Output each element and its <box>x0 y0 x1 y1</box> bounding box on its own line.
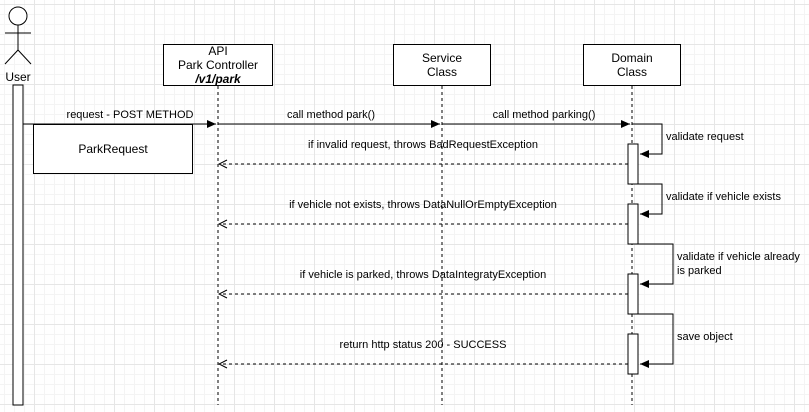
validate-parked-note: validate if vehicle already is parked <box>677 251 800 277</box>
participant-controller: API Park Controller /v1/park <box>163 44 273 86</box>
controller-line2: Park Controller <box>177 58 259 72</box>
domain-activation-1 <box>627 143 639 185</box>
vehicle-parked-label: if vehicle is parked, throws DataIntegra… <box>299 269 547 281</box>
request-label: request - POST METHOD <box>66 109 194 121</box>
park-request-box: ParkRequest <box>33 124 193 174</box>
save-note: save object <box>677 331 733 343</box>
service-line2: Class <box>426 65 457 79</box>
service-line1: Service <box>421 51 462 65</box>
call-parking-label: call method parking() <box>492 109 596 121</box>
domain-activation-3 <box>627 273 639 315</box>
controller-path: /v1/park <box>195 72 241 86</box>
validate-request-note: validate request <box>666 131 744 143</box>
self-call-save <box>638 313 674 368</box>
user-activation-bar <box>12 84 24 406</box>
controller-line1: API <box>208 44 228 58</box>
actor-label: User <box>5 70 31 84</box>
participant-domain: Domain Class <box>583 44 681 86</box>
domain-line2: Class <box>616 65 647 79</box>
call-park-label: call method park() <box>286 109 376 121</box>
domain-activation-4 <box>627 333 639 375</box>
domain-line1: Domain <box>611 51 653 65</box>
self-call-validate-exists <box>638 183 663 218</box>
success-label: return http status 200 - SUCCESS <box>339 339 507 351</box>
self-call-validate-request <box>632 123 663 158</box>
vehicle-not-exists-label: if vehicle not exists, throws DataNullOr… <box>289 199 557 211</box>
participant-service: Service Class <box>393 44 491 86</box>
domain-activation-2 <box>627 203 639 245</box>
park-request-label: ParkRequest <box>78 142 148 156</box>
validate-exists-note: validate if vehicle exists <box>666 191 781 203</box>
invalid-request-label: if invalid request, throws BadRequestExc… <box>308 139 538 151</box>
self-call-validate-parked <box>638 243 674 288</box>
user-actor-icon <box>4 6 32 65</box>
